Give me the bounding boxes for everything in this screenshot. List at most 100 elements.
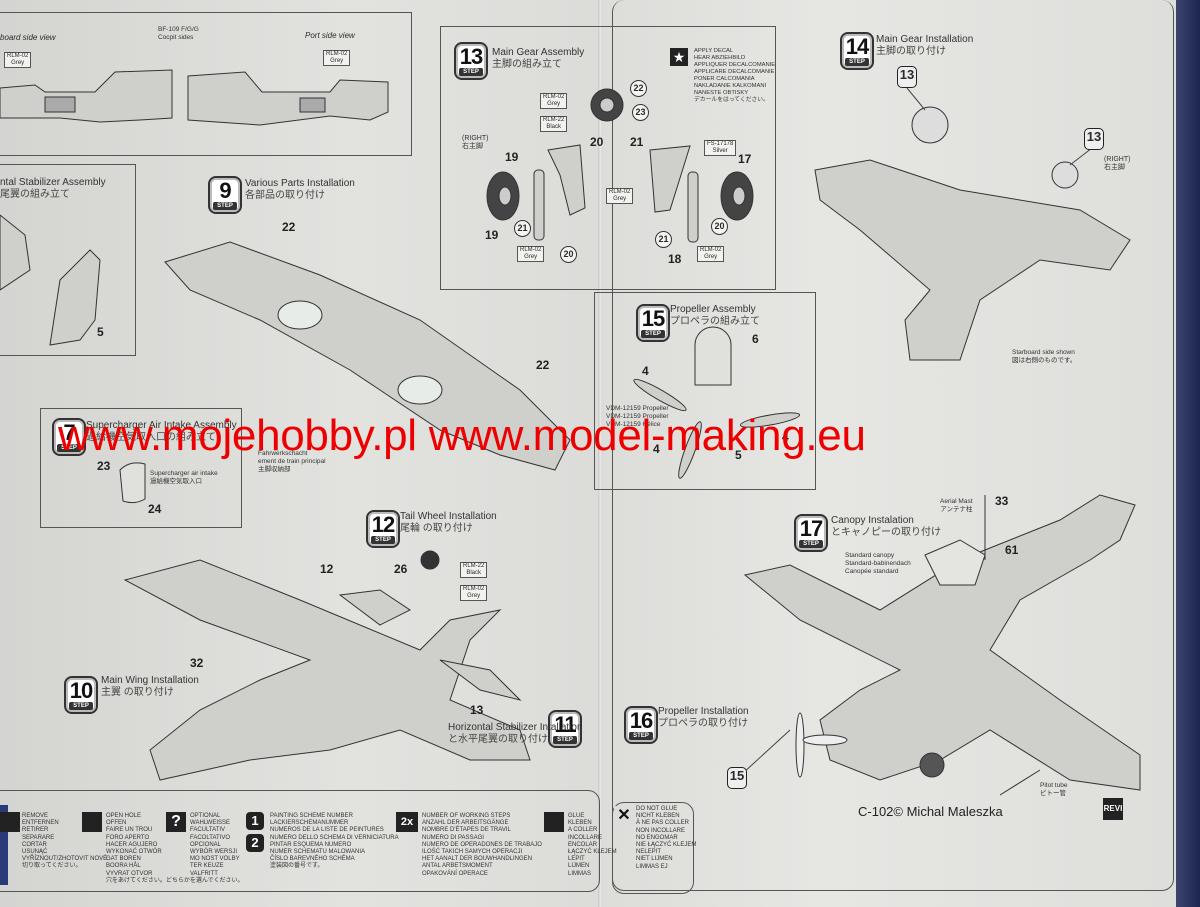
part-number: 33 (995, 494, 1009, 508)
horizontal-stabilizer (49, 249, 101, 346)
canopy-propeller-assembly (743, 494, 1141, 791)
working-steps-icon: 2x (396, 812, 418, 832)
step-8-frame (0, 164, 136, 356)
part-number: 21 (655, 231, 672, 248)
part-number: 24 (148, 502, 162, 516)
do-not-glue-frame (612, 802, 694, 894)
blue-background-edge (1176, 0, 1200, 907)
step-13-reference-badge: 13 (897, 66, 917, 88)
part-number: 6 (752, 332, 759, 346)
step-7-frame (40, 408, 242, 528)
page-fold (598, 0, 601, 907)
step-15-reference-badge: 15 (727, 767, 747, 789)
part-number: 20 (711, 218, 728, 235)
part-number: 4 (653, 442, 660, 456)
part-number: 17 (738, 152, 752, 166)
part-number: 22 (630, 80, 647, 97)
right-gear-label: (RIGHT)右主脚 (462, 135, 489, 150)
paint-scheme-2-icon: 2 (246, 834, 264, 852)
left-legend-frame (0, 790, 600, 892)
blue-background-edge-left (0, 805, 8, 885)
part-number: 20 (560, 246, 577, 263)
wing-underside (164, 241, 571, 471)
right-gear-label: (RIGHT)右主脚 (1104, 156, 1131, 171)
cockpit-side-starboard (0, 69, 173, 123)
part-number: 12 (320, 562, 334, 576)
do-not-glue-icon: ✕ (614, 806, 634, 826)
part-number: 19 (485, 228, 499, 242)
port-view-label: Port side view (305, 31, 355, 40)
brand-logo: REVI (1103, 798, 1123, 820)
part-number: 21 (514, 220, 531, 237)
part-number: 20 (590, 135, 604, 149)
main-gear-aircraft (814, 159, 1131, 361)
glue-icon (544, 812, 564, 832)
part-number: 4 (782, 430, 789, 444)
part-number: 18 (668, 252, 682, 266)
part-number: 21 (630, 135, 644, 149)
paint-scheme-1-icon: 1 (246, 812, 264, 830)
decal-star-icon: ★ (670, 48, 688, 66)
part-number: 19 (505, 150, 519, 164)
cockpit-side-port (187, 71, 389, 126)
starboard-view-label: board side view (0, 33, 56, 42)
cockpit-model: BF-109 F/G/G (158, 26, 199, 33)
part-number: 4 (642, 364, 649, 378)
credit-text: C-102© Michal Maleszka (858, 804, 1003, 819)
watermark-text: www.mojehobby.pl www.model-making.eu (58, 411, 866, 460)
part-number: 32 (190, 656, 204, 670)
part-number: 61 (1005, 543, 1019, 557)
part-number: 22 (282, 220, 296, 234)
step-15-frame (594, 292, 816, 490)
optional-icon: ? (166, 812, 186, 832)
cockpit-sides-frame (0, 12, 412, 156)
part-number: 5 (97, 325, 104, 339)
step-13-reference-badge: 13 (1084, 128, 1104, 150)
part-number: 23 (632, 104, 649, 121)
open-hole-icon (82, 812, 102, 832)
cockpit-caption: Cocpit sides (158, 34, 194, 41)
